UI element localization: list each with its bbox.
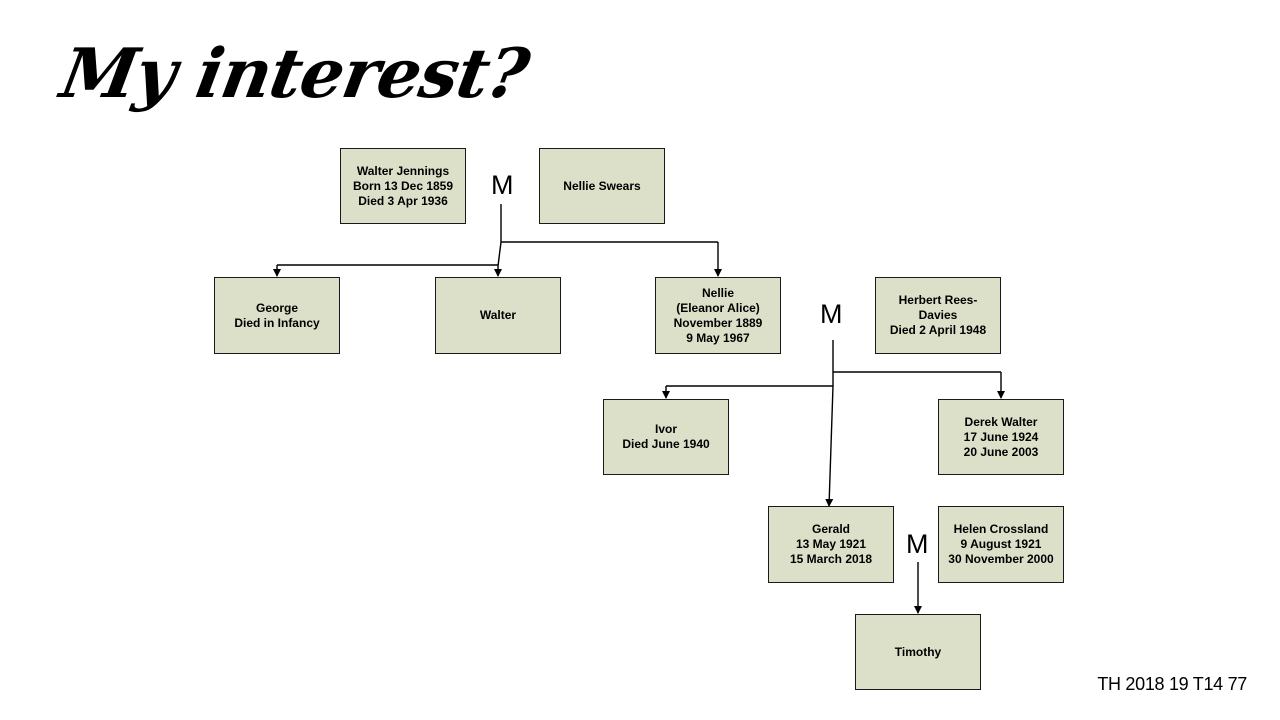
child-link-gerald [825,385,834,507]
person-box-gerald: Gerald 13 May 1921 15 March 2018 [768,506,894,583]
marriage-marker: M [820,299,843,329]
person-label: Nellie Swears [563,178,641,193]
person-box-george: George Died in Infancy [214,277,340,354]
person-label: Walter [479,308,517,322]
person-box-nellie: Nellie (Eleanor Alice) November 1889 9 M… [655,277,781,354]
person-label: Gerald 13 May 1921 15 March 2018 [789,522,873,566]
person-label: Herbert Rees- Davies Died 2 April 1948 [889,293,987,337]
person-box-derek: Derek Walter 17 June 1924 20 June 2003 [938,399,1064,475]
marriage-marker: M [906,529,929,559]
person-box-ivor: Ivor Died June 1940 [603,399,729,475]
union-line-jennings-lower [497,241,502,267]
person-box-timothy: Timothy [855,614,981,690]
person-label: George Died in Infancy [234,300,320,330]
slide-reference: TH 2018 19 T14 77 [1097,674,1247,694]
person-box-walter: Walter [435,277,561,354]
person-label: Ivor Died June 1940 [622,422,710,451]
person-box-nellie-swears: Nellie Swears [539,148,665,224]
person-label: Helen Crossland 9 August 1921 30 Novembe… [948,522,1054,566]
marriage-marker: M [491,170,514,200]
person-box-herbert: Herbert Rees- Davies Died 2 April 1948 [875,277,1001,354]
person-label: Timothy [894,644,942,659]
person-label: Nellie (Eleanor Alice) November 1889 9 M… [673,285,763,345]
person-label: Walter Jennings Born 13 Dec 1859 Died 3 … [352,163,454,208]
person-box-helen: Helen Crossland 9 August 1921 30 Novembe… [938,506,1064,583]
person-label: Derek Walter 17 June 1924 20 June 2003 [963,414,1039,459]
person-box-walter-jennings: Walter Jennings Born 13 Dec 1859 Died 3 … [340,148,466,224]
